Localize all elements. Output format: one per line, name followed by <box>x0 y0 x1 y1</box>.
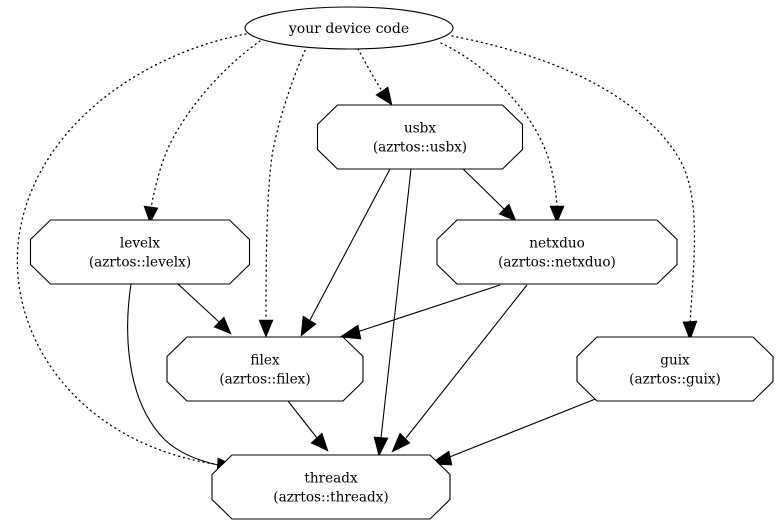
usbx-octagon <box>316 104 524 170</box>
netxduo-name-label: netxduo <box>529 236 585 252</box>
filex-namespace-label: (azrtos::filex) <box>219 372 310 388</box>
node-threadx[interactable]: threadx (azrtos::threadx) <box>211 454 451 520</box>
edge-levelx-to-filex <box>177 283 232 335</box>
edge-usbx-to-netxduo <box>456 162 517 222</box>
filex-name-label: filex <box>250 353 279 369</box>
node-netxduo[interactable]: netxduo (azrtos::netxduo) <box>436 219 678 285</box>
guix-name-label: guix <box>660 353 690 369</box>
edge-device-code-to-guix <box>451 35 698 341</box>
device-code-label: your device code <box>288 21 409 37</box>
threadx-namespace-label: (azrtos::threadx) <box>273 490 388 506</box>
edge-device-code-to-usbx <box>357 48 393 106</box>
edge-guix-to-threadx <box>429 395 604 466</box>
edge-filex-to-threadx <box>287 400 329 452</box>
levelx-namespace-label: (azrtos::levelx) <box>89 255 191 271</box>
edge-group-dotted <box>16 33 698 474</box>
edge-device-code-to-netxduo <box>440 42 565 224</box>
edge-group-solid <box>127 162 604 473</box>
edge-usbx-to-filex <box>300 168 391 337</box>
levelx-octagon <box>29 219 251 285</box>
filex-octagon <box>166 336 364 402</box>
edge-usbx-to-threadx <box>373 168 412 457</box>
edge-netxduo-to-filex <box>339 284 501 340</box>
node-device-code[interactable]: your device code <box>244 6 454 50</box>
guix-namespace-label: (azrtos::guix) <box>629 372 721 388</box>
netxduo-namespace-label: (azrtos::netxduo) <box>498 255 616 271</box>
netxduo-octagon <box>436 219 678 285</box>
usbx-namespace-label: (azrtos::usbx) <box>373 140 467 156</box>
levelx-name-label: levelx <box>120 236 160 252</box>
guix-octagon <box>576 336 774 402</box>
device-code-ellipse <box>244 6 454 50</box>
threadx-octagon <box>211 454 451 520</box>
node-guix[interactable]: guix (azrtos::guix) <box>576 336 774 402</box>
edge-netxduo-to-threadx <box>391 284 528 453</box>
threadx-name-label: threadx <box>304 471 358 487</box>
edge-device-code-to-filex <box>258 45 308 338</box>
edge-device-code-to-levelx <box>143 40 261 224</box>
node-filex[interactable]: filex (azrtos::filex) <box>166 336 364 402</box>
node-usbx[interactable]: usbx (azrtos::usbx) <box>316 104 524 170</box>
usbx-name-label: usbx <box>404 121 436 137</box>
node-levelx[interactable]: levelx (azrtos::levelx) <box>29 219 251 285</box>
